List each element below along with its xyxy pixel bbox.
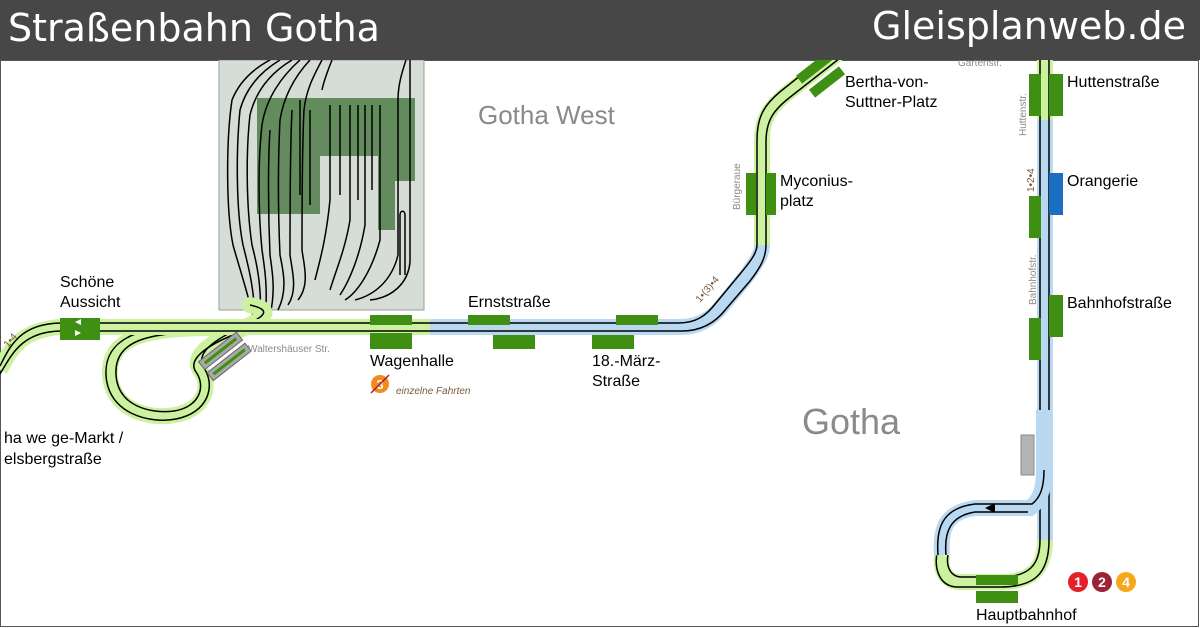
- street-bahnhofstr: Bahnhofstr.: [1028, 254, 1039, 305]
- platform-wagenhalle-b[interactable]: [370, 333, 412, 349]
- depot-tracks: [226, 60, 411, 326]
- platform-ernststrasse-b[interactable]: [493, 335, 535, 349]
- station-myconius-2[interactable]: platz: [780, 193, 814, 210]
- platform-bahnhofstrasse-a[interactable]: [1029, 318, 1041, 360]
- station-ernststrasse[interactable]: Ernststraße: [468, 294, 551, 311]
- arrow-right-icon: [75, 330, 81, 336]
- line-3-badge: 3: [370, 374, 390, 394]
- station-hauptbahnhof[interactable]: Hauptbahnhof: [976, 607, 1077, 624]
- station-huttenstrasse[interactable]: Huttenstraße: [1067, 74, 1160, 91]
- main-line-west: [0, 319, 430, 375]
- platform-orangerie-a[interactable]: [1029, 196, 1041, 238]
- page-title: Straßenbahn Gotha: [8, 6, 380, 50]
- platform-huttenstrasse-b[interactable]: [1049, 74, 1063, 116]
- platform-bertha-b[interactable]: [808, 66, 846, 98]
- station-wagenhalle[interactable]: Wagenhalle: [370, 353, 454, 370]
- platform-schoene-aussicht[interactable]: [60, 318, 100, 340]
- station-markt-1[interactable]: ha we ge-Markt /: [4, 430, 124, 447]
- map-frame: [0, 60, 1199, 627]
- svg-text:4: 4: [1122, 574, 1130, 590]
- platform-bahnhofstrasse-b[interactable]: [1049, 295, 1063, 337]
- platform-wagenhalle-a[interactable]: [370, 315, 412, 325]
- svg-text:1: 1: [1074, 574, 1082, 590]
- platform-bertha-a[interactable]: [795, 60, 833, 84]
- platform-orangerie-b[interactable]: [1049, 173, 1063, 215]
- station-bertha-2[interactable]: Suttner-Platz: [845, 94, 937, 111]
- platform-maerz-a[interactable]: [616, 315, 658, 325]
- street-gartenstr: Gartenstr.: [958, 60, 1002, 69]
- platform-hauptbahnhof-b[interactable]: [976, 591, 1018, 603]
- street-buergeraue: Bürgeraue: [732, 163, 743, 210]
- platform-ernststrasse-a[interactable]: [468, 315, 510, 325]
- street-waltershaeuser: Waltershäuser Str.: [248, 344, 330, 355]
- siding-block: [1020, 434, 1035, 476]
- platform-huttenstrasse-a[interactable]: [1029, 74, 1041, 116]
- street-huttenstr: Huttenstr.: [1018, 93, 1029, 136]
- site-brand[interactable]: Gleisplanweb.de: [872, 4, 1186, 48]
- header-bar: Straßenbahn Gotha Gleisplanweb.de: [0, 0, 1200, 60]
- platform-maerz-b[interactable]: [592, 335, 634, 349]
- line-badge-4: 4: [1116, 572, 1136, 592]
- svg-text:2: 2: [1098, 574, 1106, 590]
- station-bertha-1[interactable]: Bertha-von-: [845, 74, 929, 91]
- arrow-left-icon: [75, 319, 81, 325]
- area-gotha-west: Gotha West: [478, 100, 616, 130]
- platform-hauptbahnhof-a[interactable]: [976, 575, 1018, 585]
- track-map: Schöne Aussicht Wagenhalle Ernststraße 1…: [0, 60, 1199, 627]
- line-badge-2: 2: [1092, 572, 1112, 592]
- line-label-orangerie: 1•2•4: [1026, 168, 1037, 192]
- line-badge-1: 1: [1068, 572, 1088, 592]
- platforms: [60, 60, 1063, 603]
- station-maerz-1[interactable]: 18.-März-: [592, 353, 660, 370]
- station-markt-2[interactable]: elsbergstraße: [4, 451, 102, 468]
- area-gotha: Gotha: [802, 401, 901, 442]
- platform-myconius-a[interactable]: [746, 173, 756, 215]
- north-line: [754, 60, 843, 245]
- note-einzelne-fahrten: einzelne Fahrten: [396, 386, 471, 397]
- platform-myconius-b[interactable]: [766, 173, 776, 215]
- station-myconius-1[interactable]: Myconius-: [780, 173, 853, 190]
- east-line: [933, 60, 1056, 590]
- station-schoene-aussicht-2[interactable]: Aussicht: [60, 294, 121, 311]
- station-maerz-2[interactable]: Straße: [592, 373, 640, 390]
- station-bahnhofstrasse[interactable]: Bahnhofstraße: [1067, 295, 1172, 312]
- main-line-blue: [430, 244, 770, 335]
- platform-waltershaeuser[interactable]: [197, 331, 252, 382]
- station-orangerie[interactable]: Orangerie: [1067, 173, 1138, 190]
- station-schoene-aussicht-1[interactable]: Schöne: [60, 274, 114, 291]
